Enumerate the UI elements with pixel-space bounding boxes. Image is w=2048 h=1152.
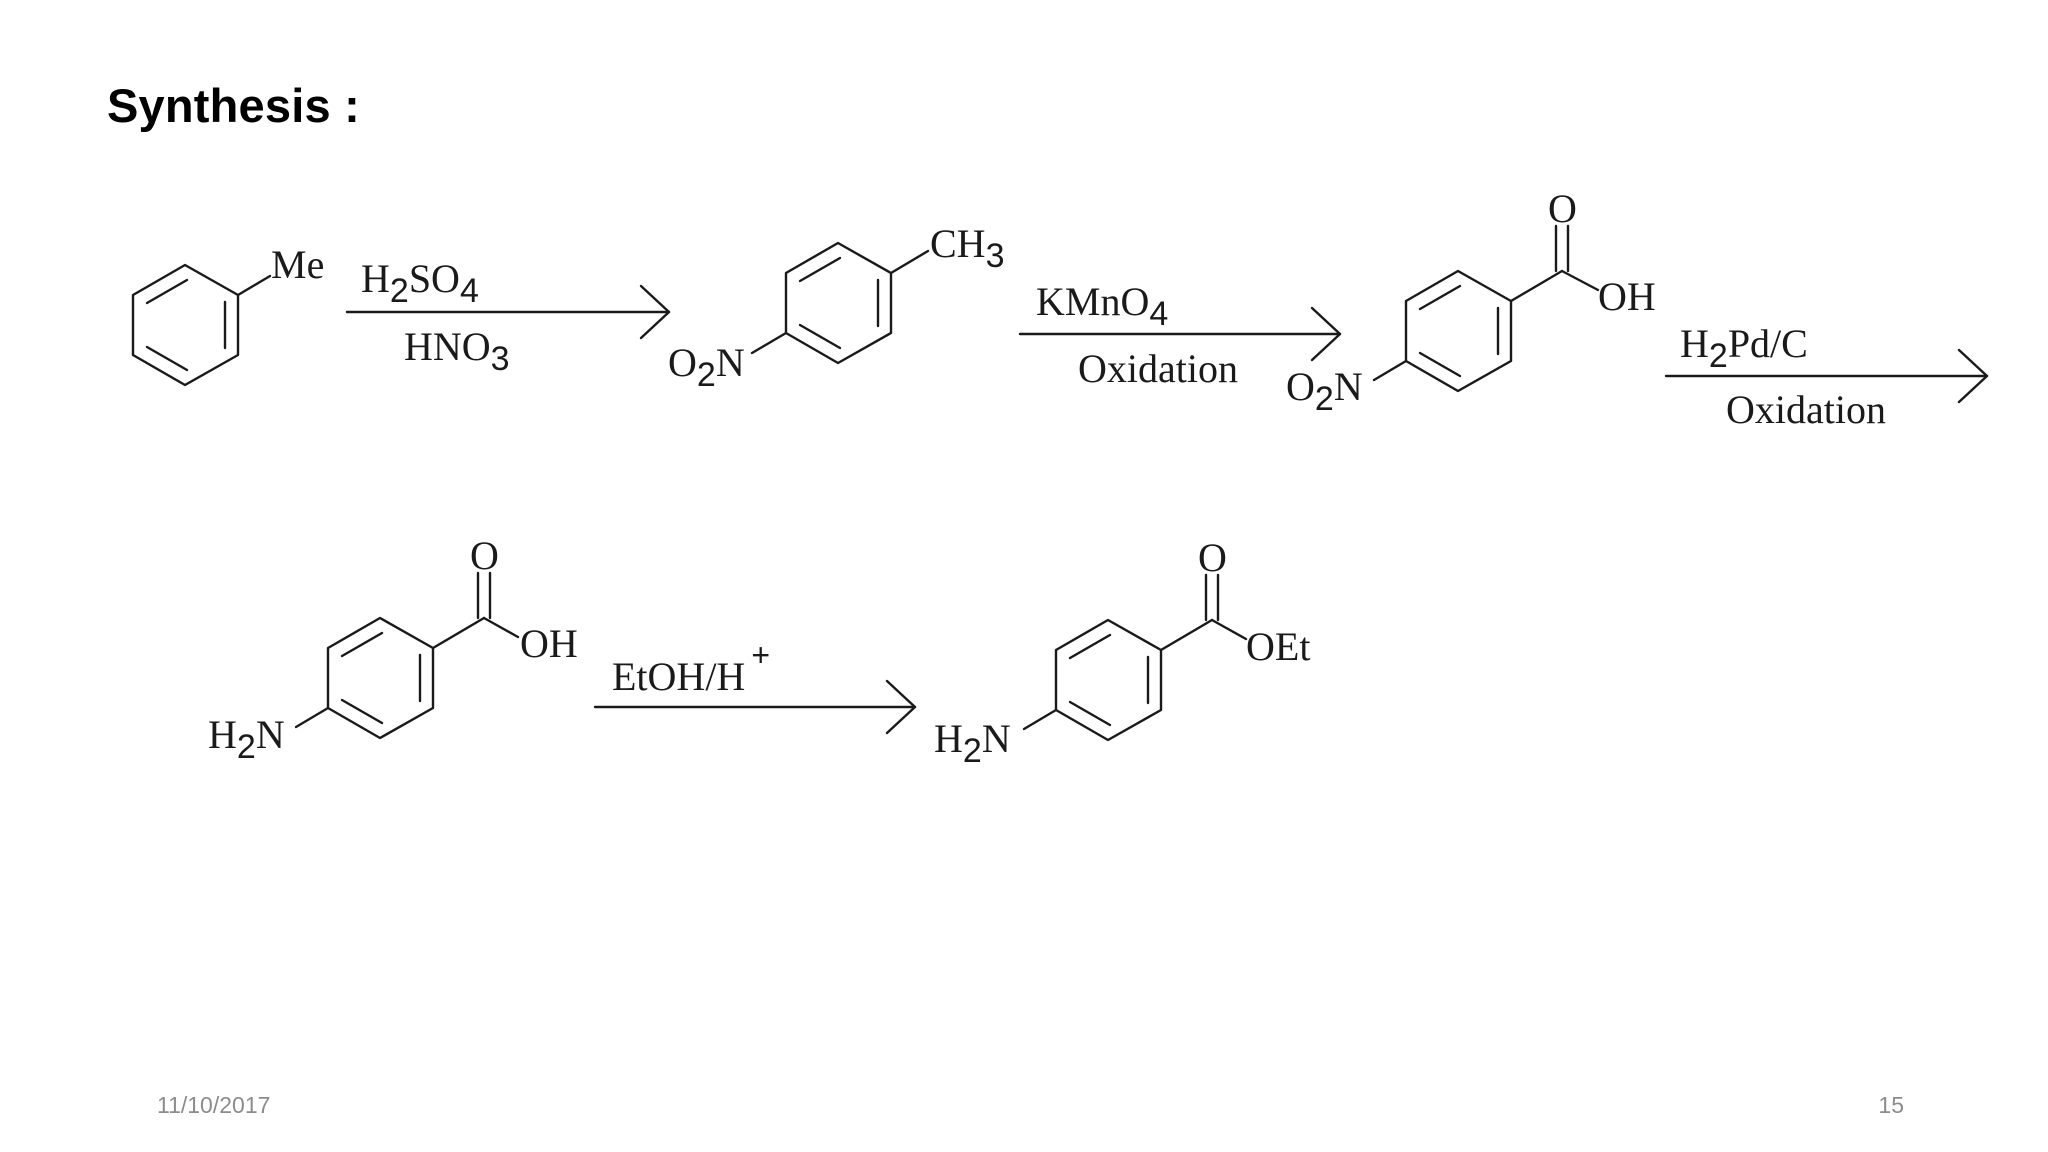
ethoxy-label: OEt [1246, 624, 1310, 669]
ring-double-bond [798, 323, 842, 350]
reagent-above-2: KMnO4 [1036, 279, 1168, 333]
ring-double-bond [340, 631, 384, 658]
amino-bond [294, 706, 330, 729]
nitro-label: O2N [1286, 364, 1363, 418]
ring-double-bond [1418, 284, 1462, 311]
arrow-head [885, 679, 917, 735]
methyl-bond [889, 249, 930, 275]
footer-page-number: 15 [1878, 1092, 1904, 1118]
benzene-ring [326, 616, 435, 740]
reagent-above-1: H2SO4 [361, 256, 479, 310]
nitro-label: O2N [668, 340, 745, 394]
reaction-arrow-1: H2SO4 HNO3 [345, 256, 671, 378]
benzene-ring [784, 241, 893, 365]
hydroxyl-bond [482, 616, 520, 639]
hydroxyl-bond [1560, 269, 1600, 292]
nitrotoluene-molecule: CH3 O2N [668, 221, 1005, 394]
benzocaine-molecule: O OEt H2N [934, 535, 1310, 770]
toluene-molecule: Me [131, 242, 324, 387]
reaction-arrow-4: EtOH/H+ [593, 637, 917, 735]
nitro-bond [1372, 359, 1408, 382]
ring-double-bond [1068, 700, 1112, 727]
nitrobenzoic-acid-molecule: O OH O2N [1286, 186, 1656, 418]
reagent-above-3: H2Pd/C [1680, 321, 1808, 375]
carbonyl-oxygen-label: O [1198, 535, 1227, 580]
carbonyl-oxygen-label: O [1548, 186, 1577, 231]
reagent-below-1: HNO3 [404, 324, 510, 378]
reagent-below-2: Oxidation [1078, 346, 1238, 391]
benzene-ring [1404, 269, 1513, 393]
arrow-head [1957, 348, 1989, 404]
ring-double-bond [798, 256, 842, 283]
carbonyl-oxygen-label: O [470, 533, 499, 578]
arrow-head [1310, 306, 1342, 362]
ester-bond [1159, 618, 1214, 652]
methyl-label: CH3 [930, 221, 1005, 275]
amino-label: H2N [934, 716, 1011, 770]
arrow-head [639, 284, 671, 340]
ring-double-bond [145, 345, 189, 372]
reaction-arrow-2: KMnO4 Oxidation [1018, 279, 1342, 391]
benzene-ring [131, 263, 240, 387]
nitro-bond [750, 331, 788, 355]
amino-label: H2N [208, 712, 285, 766]
carboxyl-bond [431, 616, 486, 650]
methyl-label: Me [271, 242, 324, 287]
benzene-ring [1054, 618, 1163, 742]
hydroxyl-label: OH [1598, 274, 1656, 319]
ring-double-bond [340, 698, 384, 725]
slide-title: Synthesis : [107, 79, 360, 132]
ring-double-bond [1068, 633, 1112, 660]
amino-bond [1022, 708, 1058, 731]
footer-date: 11/10/2017 [157, 1092, 271, 1118]
reaction-arrow-3: H2Pd/C Oxidation [1664, 321, 1989, 432]
carboxyl-bond [1509, 269, 1564, 303]
reagent-below-3: Oxidation [1726, 387, 1886, 432]
methyl-bond [236, 274, 272, 297]
ethoxy-bond [1210, 618, 1248, 641]
aminobenzoic-acid-molecule: O OH H2N [208, 533, 578, 766]
reagent-above-4: EtOH/H+ [612, 637, 770, 699]
ring-double-bond [145, 278, 189, 305]
ring-double-bond [1418, 351, 1462, 378]
hydroxyl-label: OH [520, 621, 578, 666]
